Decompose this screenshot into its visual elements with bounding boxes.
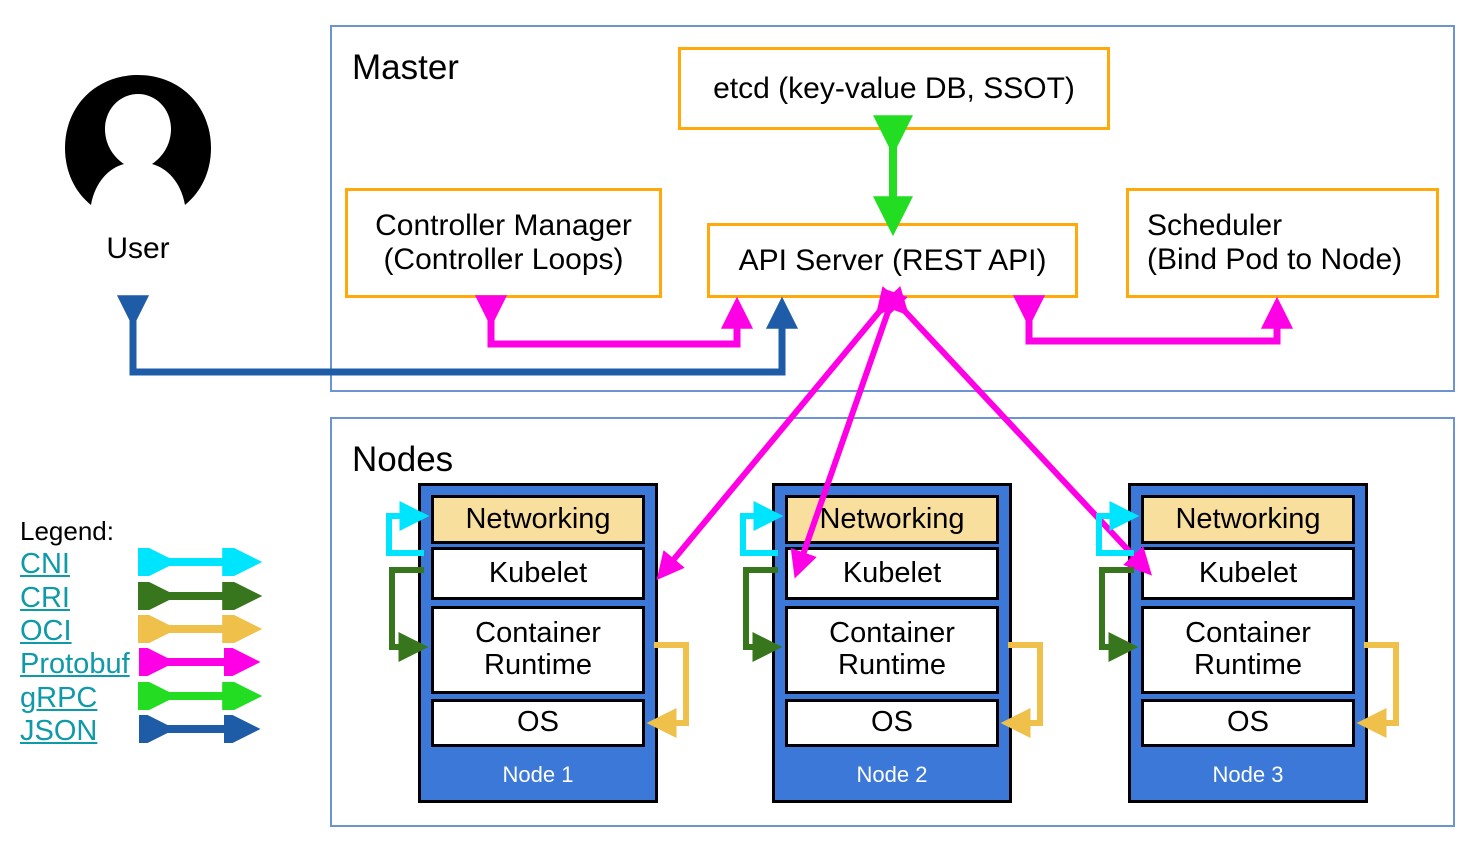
node-2-runtime-label-2: Runtime bbox=[838, 649, 946, 681]
legend-label-cni[interactable]: CNI bbox=[20, 548, 70, 580]
node-2[interactable]: Networking Kubelet Container Runtime OS … bbox=[772, 483, 1012, 803]
legend-label-grpc[interactable]: gRPC bbox=[20, 682, 98, 714]
node-2-runtime-label-1: Container bbox=[829, 617, 955, 650]
node-2-networking[interactable]: Networking bbox=[785, 495, 999, 544]
master-frame-label: Master bbox=[352, 48, 459, 87]
node-3-networking[interactable]: Networking bbox=[1141, 495, 1355, 544]
component-controller-manager-label-2: (Controller Loops) bbox=[383, 243, 624, 276]
node-1-kubelet[interactable]: Kubelet bbox=[431, 547, 645, 600]
node-2-name: Node 2 bbox=[856, 762, 928, 787]
node-3-networking-label: Networking bbox=[1175, 502, 1321, 535]
component-scheduler-label-2: (Bind Pod to Node) bbox=[1147, 243, 1403, 276]
component-api-server[interactable]: API Server (REST API) bbox=[707, 223, 1078, 298]
legend-arrow-oci bbox=[138, 615, 263, 643]
node-3-name: Node 3 bbox=[1212, 762, 1284, 787]
node-3-kubelet-label: Kubelet bbox=[1198, 556, 1298, 589]
node-1-container-runtime[interactable]: Container Runtime bbox=[431, 606, 645, 694]
node-2-os[interactable]: OS bbox=[785, 699, 999, 747]
node-3-runtime-label-2: Runtime bbox=[1194, 649, 1302, 681]
user-actor: User bbox=[62, 72, 214, 282]
component-etcd[interactable]: etcd (key-value DB, SSOT) bbox=[678, 47, 1110, 130]
legend-label-protobuf[interactable]: Protobuf bbox=[20, 648, 130, 680]
node-1-os[interactable]: OS bbox=[431, 699, 645, 747]
node-3[interactable]: Networking Kubelet Container Runtime OS … bbox=[1128, 483, 1368, 803]
node-1-name: Node 1 bbox=[502, 762, 574, 787]
legend-label-cri[interactable]: CRI bbox=[20, 582, 70, 614]
node-3-os-label: OS bbox=[1227, 706, 1269, 739]
nodes-frame-label: Nodes bbox=[352, 440, 454, 479]
legend-arrow-protobuf bbox=[138, 648, 261, 676]
node-1-runtime-label-2: Runtime bbox=[484, 649, 592, 681]
node-2-kubelet[interactable]: Kubelet bbox=[785, 547, 999, 600]
legend-arrow-cni bbox=[138, 548, 263, 576]
node-1-os-label: OS bbox=[517, 706, 559, 739]
node-3-runtime-label-1: Container bbox=[1185, 617, 1311, 650]
legend-arrow-json bbox=[138, 715, 261, 743]
component-controller-manager[interactable]: Controller Manager (Controller Loops) bbox=[345, 188, 662, 298]
user-avatar-icon bbox=[65, 75, 211, 205]
legend-label-json[interactable]: JSON bbox=[20, 715, 98, 747]
node-3-os[interactable]: OS bbox=[1141, 699, 1355, 747]
node-1[interactable]: Networking Kubelet Container Runtime OS … bbox=[418, 483, 658, 803]
node-1-runtime-label-1: Container bbox=[475, 617, 601, 650]
node-1-networking[interactable]: Networking bbox=[431, 495, 645, 544]
node-2-networking-label: Networking bbox=[819, 502, 965, 535]
node-1-kubelet-label: Kubelet bbox=[488, 556, 588, 589]
legend-title: Legend: bbox=[20, 516, 114, 546]
node-2-kubelet-label: Kubelet bbox=[842, 556, 942, 589]
component-scheduler-label-1: Scheduler bbox=[1147, 209, 1283, 243]
node-2-container-runtime[interactable]: Container Runtime bbox=[785, 606, 999, 694]
node-1-networking-label: Networking bbox=[465, 502, 611, 535]
component-etcd-label: etcd (key-value DB, SSOT) bbox=[713, 71, 1075, 105]
legend-arrow-grpc bbox=[138, 682, 263, 710]
component-scheduler[interactable]: Scheduler (Bind Pod to Node) bbox=[1126, 188, 1439, 298]
node-3-container-runtime[interactable]: Container Runtime bbox=[1141, 606, 1355, 694]
user-label: User bbox=[106, 232, 170, 265]
legend-label-oci[interactable]: OCI bbox=[20, 615, 72, 647]
node-2-os-label: OS bbox=[871, 706, 913, 739]
component-api-server-label: API Server (REST API) bbox=[738, 243, 1047, 277]
legend-arrow-cri bbox=[138, 582, 263, 610]
component-controller-manager-label-1: Controller Manager bbox=[375, 209, 632, 243]
node-3-kubelet[interactable]: Kubelet bbox=[1141, 547, 1355, 600]
